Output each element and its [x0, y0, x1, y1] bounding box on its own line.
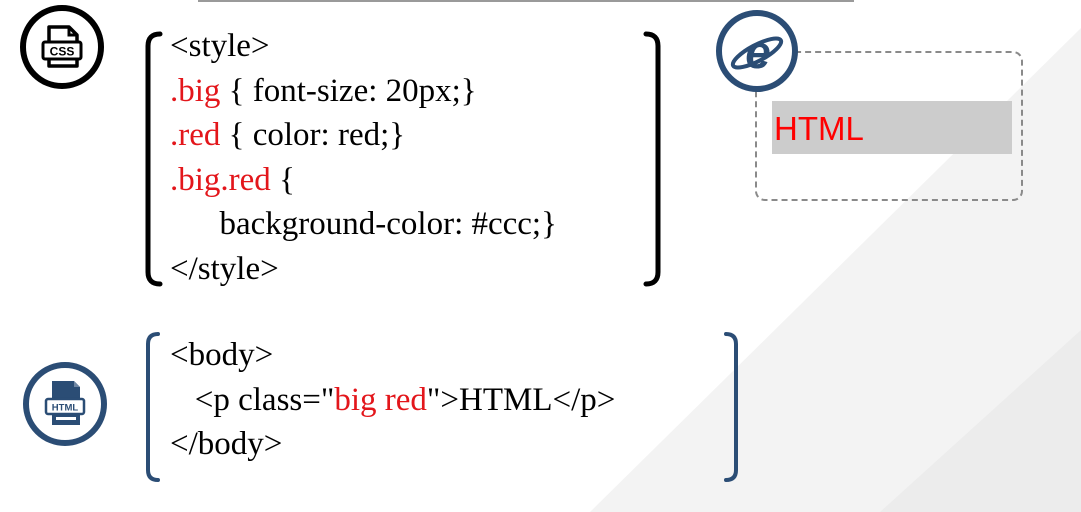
css-icon-label: CSS	[50, 45, 75, 59]
css-code-line: <style>	[170, 24, 557, 69]
css-code-block: <style>.big { font-size: 20px;}.red { co…	[170, 24, 557, 291]
code-token: ">HTML</p>	[426, 381, 616, 418]
css-code-line: </style>	[170, 247, 557, 292]
html-file-icon: HTML	[23, 362, 107, 446]
html-code-line: </body>	[170, 422, 615, 467]
code-token: {	[270, 161, 295, 198]
browser-icon-letter: e	[745, 26, 771, 78]
css-code-line: .red { color: red;}	[170, 113, 557, 158]
internet-explorer-icon: e	[716, 10, 798, 92]
html-code-block: <body> <p class="big red">HTML</p></body…	[170, 333, 615, 467]
code-token-highlight: .red	[170, 117, 221, 153]
code-token-highlight: .big	[170, 72, 221, 109]
code-token: </body>	[170, 426, 283, 462]
rendered-paragraph: HTML	[772, 101, 1012, 154]
css-file-icon: CSS	[20, 5, 104, 89]
code-token: { font-size: 20px;}	[220, 72, 477, 109]
code-token-highlight: big red	[334, 381, 427, 418]
browser-preview-frame	[755, 51, 1023, 201]
code-token-highlight: .big.red	[170, 161, 271, 198]
code-token: { color: red;}	[220, 117, 406, 153]
html-code-bracket	[146, 332, 738, 482]
code-token: <style>	[170, 28, 270, 64]
code-token: background-color: #ccc;}	[170, 206, 557, 242]
css-code-bracket	[145, 31, 661, 287]
code-token: </style>	[170, 250, 279, 287]
code-token: <body>	[170, 337, 274, 373]
html-icon-label: HTML	[52, 403, 79, 414]
top-divider	[198, 0, 854, 2]
code-token: <p class="	[170, 381, 335, 418]
html-code-line: <p class="big red">HTML</p>	[170, 378, 616, 423]
html-code-line: <body>	[170, 333, 615, 378]
css-code-line: background-color: #ccc;}	[170, 202, 557, 247]
css-code-line: .big { font-size: 20px;}	[170, 69, 557, 114]
css-code-line: .big.red {	[170, 158, 557, 203]
